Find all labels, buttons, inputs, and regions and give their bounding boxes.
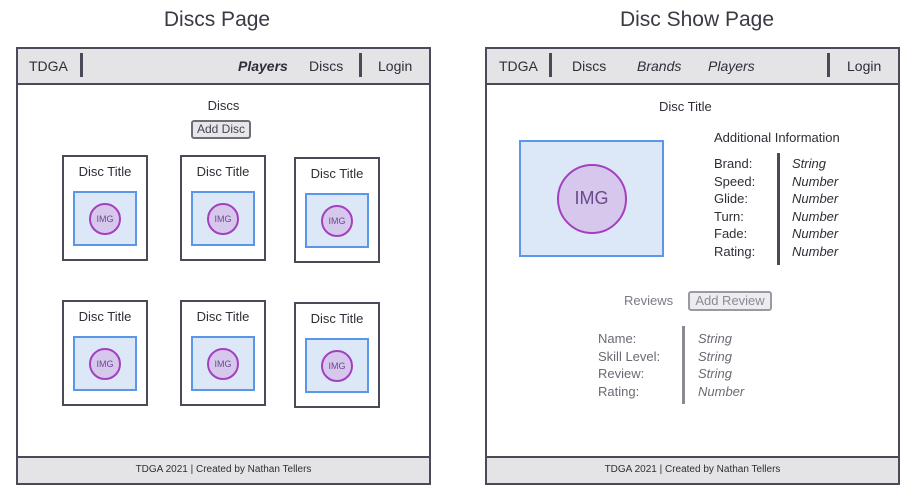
nav-discs-link[interactable]: Discs — [572, 58, 607, 74]
info-value-glide: Number — [792, 191, 839, 206]
disc-image-placeholder: IMG — [305, 338, 369, 393]
nav-brand-link[interactable]: TDGA — [29, 58, 68, 74]
review-divider — [682, 326, 685, 404]
discs-page-frame: TDGA Players Discs Login Discs Add Disc … — [16, 47, 431, 485]
image-icon: IMG — [556, 163, 627, 234]
disc-card-title: Disc Title — [78, 309, 132, 324]
info-label-fade: Fade: — [714, 226, 748, 241]
review-value-rating: Number — [698, 383, 745, 399]
info-value-rating: Number — [792, 243, 839, 259]
disc-show-page-footer: TDGA 2021 | Created by Nathan Tellers — [487, 456, 898, 483]
info-label-speed: Speed: — [714, 173, 756, 189]
info-value-speed: Number — [792, 173, 839, 189]
disc-card-title: Disc Title — [196, 309, 250, 324]
nav-divider — [549, 53, 552, 77]
disc-image-placeholder: IMG — [191, 191, 255, 246]
info-divider — [777, 153, 780, 265]
disc-show-page-frame: TDGA Discs Brands Players Login Disc Tit… — [485, 47, 900, 485]
disc-card[interactable]: Disc Title IMG — [294, 157, 380, 263]
info-label-brand: Brand: — [714, 156, 753, 171]
discs-page-footer: TDGA 2021 | Created by Nathan Tellers — [18, 456, 429, 483]
disc-title-heading: Disc Title — [659, 99, 712, 114]
info-value-fade: Number — [792, 226, 839, 241]
info-label-glide: Glide: — [714, 191, 748, 206]
disc-card-title: Disc Title — [196, 164, 250, 179]
disc-card[interactable]: Disc Title IMG — [294, 302, 380, 408]
nav-brands-link[interactable]: Brands — [637, 58, 682, 74]
nav-divider — [80, 53, 83, 77]
disc-card-title: Disc Title — [310, 166, 364, 181]
reviews-label: Reviews — [624, 293, 674, 308]
review-values: String String String Number — [698, 330, 744, 400]
disc-card[interactable]: Disc Title IMG — [62, 155, 148, 261]
nav-divider — [359, 53, 362, 77]
nav-brand-link[interactable]: TDGA — [499, 58, 538, 74]
image-icon: IMG — [207, 347, 239, 380]
review-value-review: String — [698, 366, 732, 381]
image-icon: IMG — [207, 202, 239, 235]
review-label-rating: Rating: — [598, 383, 640, 399]
info-values: String Number Number Number Number Numbe… — [792, 155, 838, 260]
info-labels: Brand: Speed: Glide: Turn: Fade: Rating: — [714, 155, 755, 260]
additional-information-heading: Additional Information — [714, 130, 840, 145]
image-icon: IMG — [321, 204, 353, 237]
review-label-name: Name: — [598, 331, 637, 346]
disc-image-placeholder: IMG — [73, 191, 137, 246]
info-value-turn: Number — [792, 208, 839, 224]
add-review-button[interactable]: Add Review — [688, 291, 772, 311]
nav-login-link[interactable]: Login — [378, 58, 413, 74]
discs-heading: Discs — [207, 98, 240, 113]
info-value-brand: String — [792, 156, 826, 171]
nav-players-link[interactable]: Players — [708, 58, 755, 74]
disc-show-page-navbar: TDGA Discs Brands Players Login — [487, 49, 898, 85]
disc-image-placeholder: IMG — [191, 336, 255, 391]
disc-image-placeholder: IMG — [305, 193, 369, 248]
image-icon: IMG — [89, 347, 121, 380]
disc-show-page-title: Disc Show Page — [619, 8, 775, 31]
nav-divider — [827, 53, 830, 77]
review-value-skill-level: String — [698, 348, 732, 364]
nav-players-link[interactable]: Players — [238, 58, 288, 74]
info-label-turn: Turn: — [714, 208, 744, 224]
discs-page-title: Discs Page — [163, 8, 271, 31]
image-icon: IMG — [321, 349, 353, 382]
nav-discs-link[interactable]: Discs — [309, 58, 344, 74]
review-label-skill-level: Skill Level: — [598, 348, 661, 364]
image-icon: IMG — [89, 202, 121, 235]
disc-card[interactable]: Disc Title IMG — [62, 300, 148, 406]
disc-image-placeholder: IMG — [519, 140, 664, 257]
disc-card-title: Disc Title — [310, 311, 364, 326]
discs-page-navbar: TDGA Players Discs Login — [18, 49, 429, 85]
review-labels: Name: Skill Level: Review: Rating: — [598, 330, 660, 400]
review-value-name: String — [698, 331, 732, 346]
disc-card[interactable]: Disc Title IMG — [180, 300, 266, 406]
add-disc-button[interactable]: Add Disc — [191, 120, 251, 139]
nav-login-link[interactable]: Login — [847, 58, 882, 74]
info-label-rating: Rating: — [714, 243, 756, 259]
disc-card[interactable]: Disc Title IMG — [180, 155, 266, 261]
review-label-review: Review: — [598, 366, 645, 381]
disc-card-title: Disc Title — [78, 164, 132, 179]
disc-image-placeholder: IMG — [73, 336, 137, 391]
